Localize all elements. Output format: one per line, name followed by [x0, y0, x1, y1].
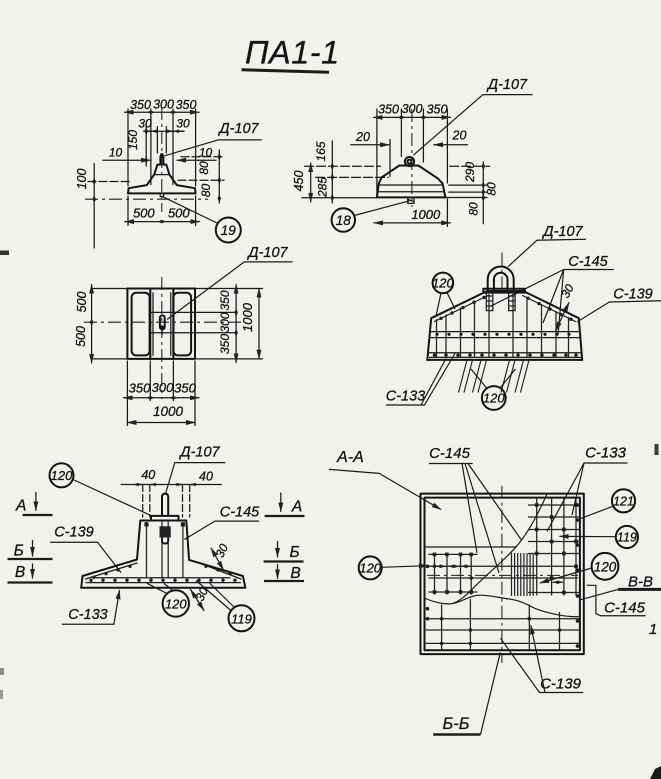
svg-text:А: А: [15, 498, 26, 515]
svg-text:20: 20: [355, 130, 370, 144]
svg-text:350: 350: [378, 103, 399, 117]
svg-text:С-139: С-139: [613, 287, 653, 303]
svg-text:С-145: С-145: [429, 445, 471, 462]
svg-text:С-133: С-133: [68, 607, 108, 623]
svg-text:300: 300: [402, 102, 423, 116]
svg-text:С-145: С-145: [604, 600, 646, 617]
svg-text:350: 350: [176, 98, 197, 112]
svg-text:Д-107: Д-107: [246, 245, 288, 261]
svg-text:1000: 1000: [153, 404, 184, 419]
svg-text:120: 120: [359, 561, 381, 576]
svg-text:80: 80: [467, 202, 481, 216]
svg-text:В-В: В-В: [628, 574, 653, 591]
svg-text:100: 100: [75, 169, 89, 190]
svg-text:119: 119: [231, 611, 252, 626]
svg-text:30: 30: [138, 117, 152, 131]
svg-text:Д-107: Д-107: [178, 445, 220, 461]
svg-text:450: 450: [292, 171, 306, 192]
svg-text:19: 19: [221, 223, 237, 238]
svg-text:350: 350: [218, 290, 232, 310]
svg-text:20: 20: [452, 129, 467, 143]
svg-text:80: 80: [197, 161, 211, 175]
svg-text:30: 30: [558, 282, 577, 301]
svg-text:Д-107: Д-107: [486, 77, 528, 93]
svg-text:285: 285: [316, 177, 330, 198]
svg-text:120: 120: [165, 597, 187, 612]
svg-text:30: 30: [176, 117, 190, 131]
svg-text:350: 350: [130, 98, 151, 112]
svg-text:18: 18: [336, 213, 352, 228]
svg-text:500: 500: [133, 206, 155, 221]
svg-text:С-145: С-145: [568, 254, 608, 270]
svg-text:120: 120: [432, 276, 454, 291]
svg-text:500: 500: [75, 292, 89, 313]
svg-text:350: 350: [174, 381, 196, 396]
svg-text:40: 40: [199, 470, 213, 484]
svg-text:350: 350: [218, 334, 232, 354]
svg-text:120: 120: [51, 468, 73, 483]
svg-text:ПА1-1: ПА1-1: [245, 35, 340, 71]
svg-text:Д-107: Д-107: [541, 224, 583, 240]
svg-text:1: 1: [649, 621, 657, 638]
svg-text:10: 10: [109, 146, 123, 160]
svg-text:С-139: С-139: [54, 525, 94, 541]
svg-text:500: 500: [168, 206, 190, 221]
svg-text:80: 80: [485, 182, 499, 196]
svg-text:С-145: С-145: [220, 505, 260, 521]
svg-text:119: 119: [617, 531, 637, 545]
svg-text:Б-Б: Б-Б: [443, 715, 470, 733]
svg-text:500: 500: [74, 326, 88, 347]
svg-text:С-133: С-133: [585, 445, 627, 462]
svg-text:121: 121: [613, 495, 634, 509]
svg-text:120: 120: [594, 559, 617, 574]
svg-text:Б: Б: [14, 543, 24, 560]
svg-text:40: 40: [141, 468, 155, 482]
svg-text:300: 300: [153, 98, 174, 112]
svg-text:Б: Б: [289, 544, 299, 561]
svg-text:Д-107: Д-107: [217, 121, 259, 137]
svg-text:С-133: С-133: [386, 389, 426, 405]
svg-text:150: 150: [126, 130, 140, 150]
svg-text:120: 120: [483, 391, 505, 406]
svg-text:1000: 1000: [411, 207, 441, 222]
svg-text:80: 80: [199, 184, 213, 198]
svg-text:165: 165: [314, 141, 328, 161]
svg-text:А-А: А-А: [336, 449, 364, 466]
svg-text:В: В: [15, 564, 25, 581]
svg-text:10: 10: [199, 146, 213, 160]
svg-text:1000: 1000: [240, 302, 255, 332]
svg-text:300: 300: [152, 380, 174, 395]
svg-text:А: А: [291, 499, 302, 516]
svg-text:В: В: [290, 565, 300, 582]
svg-text:350: 350: [129, 381, 151, 396]
svg-text:С-139: С-139: [540, 676, 582, 693]
svg-text:300: 300: [218, 312, 232, 332]
svg-text:350: 350: [427, 103, 448, 117]
svg-text:290: 290: [463, 162, 477, 183]
